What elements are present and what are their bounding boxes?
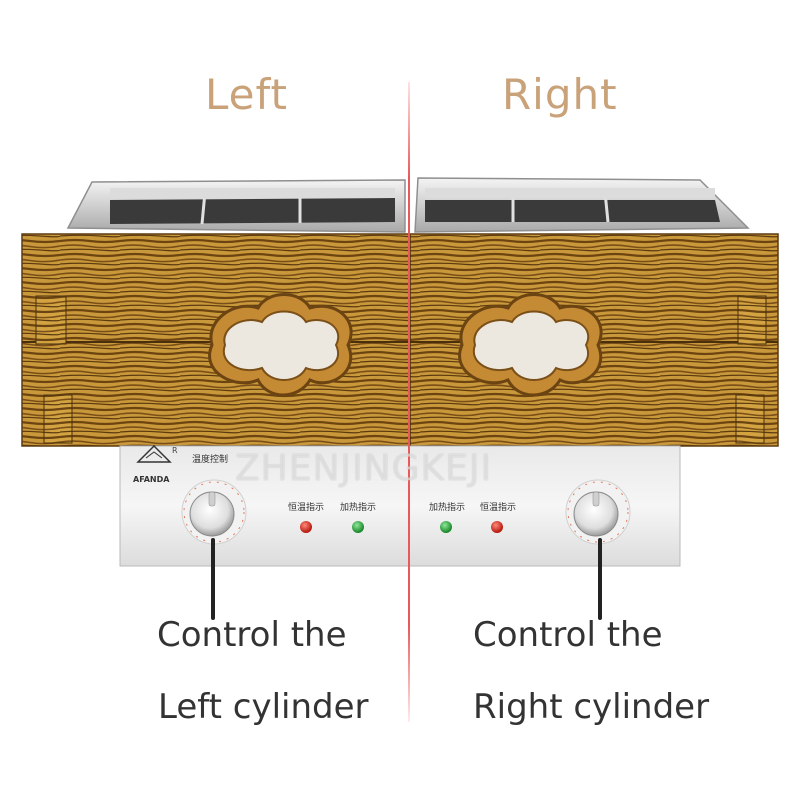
left-green-indicator-light — [352, 521, 364, 533]
wood-side-block — [43, 394, 73, 444]
left-caption-line-2: Left cylinder — [158, 687, 369, 727]
brand-logo-icon — [136, 444, 172, 463]
right-temperature-knob — [565, 479, 631, 545]
left-indicator-label-2: 加热指示 — [340, 503, 377, 513]
left-temperature-knob — [181, 479, 247, 545]
left-indicator-label-1: 恒温指示 — [288, 503, 325, 513]
right-indicator-label-1: 加热指示 — [429, 503, 466, 513]
temperature-control-label: 温度控制 — [192, 455, 229, 465]
registered-mark: R — [172, 446, 178, 455]
left-tray — [66, 179, 406, 233]
right-caption-line-1: Control the — [473, 615, 663, 655]
left-title: Left — [205, 70, 289, 119]
wood-side-block — [35, 295, 67, 345]
right-window — [458, 293, 603, 397]
right-green-indicator-light — [440, 521, 452, 533]
center-divider-line — [408, 82, 410, 722]
wood-frame — [21, 233, 779, 447]
left-red-indicator-light — [300, 521, 312, 533]
right-indicator-label-2: 恒温指示 — [480, 503, 517, 513]
left-caption-line-1: Control the — [157, 615, 347, 655]
brand-name: AFANDA — [133, 475, 170, 484]
left-window — [208, 293, 353, 397]
right-red-indicator-light — [491, 521, 503, 533]
right-tray — [414, 177, 750, 233]
wood-side-block — [735, 394, 765, 444]
right-title: Right — [502, 70, 618, 119]
right-caption-line-2: Right cylinder — [473, 687, 710, 727]
watermark-text: ZHENJINGKEJI — [235, 448, 493, 489]
wood-side-block — [737, 295, 767, 345]
